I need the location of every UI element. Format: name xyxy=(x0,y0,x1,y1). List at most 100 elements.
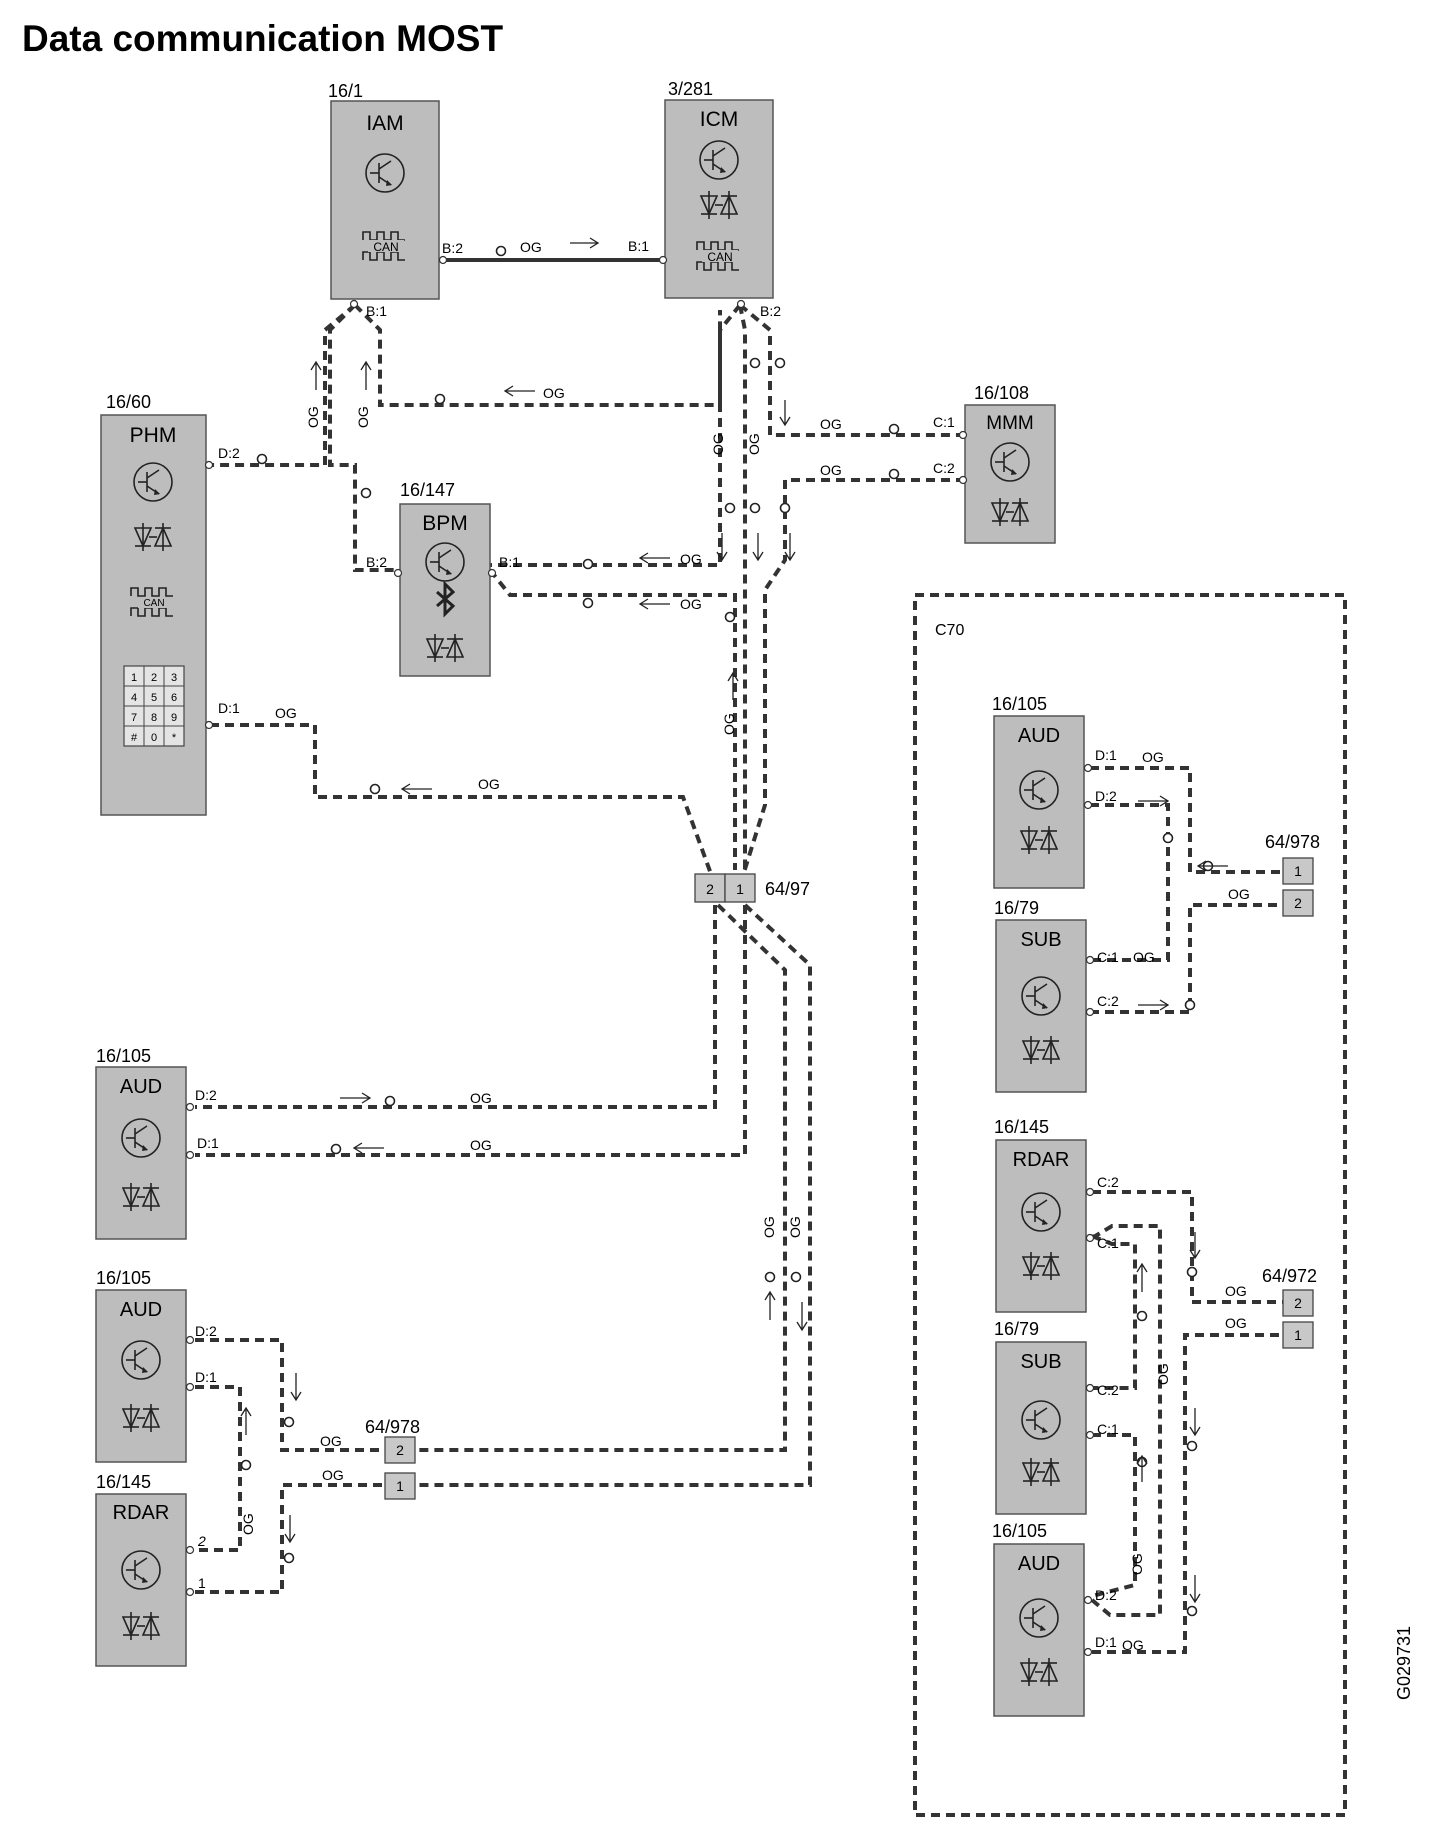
c70-label: C70 xyxy=(935,622,964,639)
svg-text:7: 7 xyxy=(131,712,137,724)
wires xyxy=(195,258,1347,1817)
connector-64-97-id: 64/97 xyxy=(765,879,810,899)
phm-pin-d2: D:2 xyxy=(218,445,240,461)
module-bpm: 16/147 BPM B:2 B:1 xyxy=(366,480,520,677)
og-label: OG xyxy=(1142,749,1164,765)
wire-aud-b-d1-rdar xyxy=(195,1385,242,1552)
c70-sub2-id: 16/79 xyxy=(994,1319,1039,1339)
rdar-b-id: 16/145 xyxy=(96,1472,151,1492)
aud-b-name: AUD xyxy=(120,1299,162,1321)
c70-sub2-name: SUB xyxy=(1020,1351,1061,1373)
og-label: OG xyxy=(787,1216,803,1238)
c70-sub1-name: SUB xyxy=(1020,929,1061,951)
module-aud-b: 16/105 AUD D:2 D:1 xyxy=(95,1268,217,1463)
aud-b-pin-d1: D:1 xyxy=(195,1369,217,1385)
og-label: OG xyxy=(355,406,371,428)
connector-pin: 1 xyxy=(396,1478,404,1494)
module-mmm: 16/108 MMM C:1 C:2 xyxy=(933,383,1056,544)
module-c70-aud1: 16/105 AUD D:1 D:2 xyxy=(992,694,1117,889)
mmm-name: MMM xyxy=(986,413,1033,434)
aud-a-pin-d2: D:2 xyxy=(195,1087,217,1103)
bpm-id: 16/147 xyxy=(400,480,455,500)
c70-sub2-pin-c1: C:1 xyxy=(1097,1421,1119,1437)
bpm-name: BPM xyxy=(422,512,468,535)
iam-id: 16/1 xyxy=(328,81,363,101)
connector-pin: 2 xyxy=(1294,1295,1302,1311)
svg-text:0: 0 xyxy=(151,732,157,744)
svg-text:6: 6 xyxy=(171,692,177,704)
og-label: OG xyxy=(1225,1315,1247,1331)
c70-sub2-pin-c2: C:2 xyxy=(1097,1382,1119,1398)
og-label: OG xyxy=(322,1467,344,1483)
mmm-pin-c2: C:2 xyxy=(933,460,955,476)
wire-hub-64978-1 xyxy=(390,903,812,1487)
bluetooth-icon xyxy=(436,580,456,618)
bpm-pin-b2: B:2 xyxy=(366,554,387,570)
og-label: OG xyxy=(320,1433,342,1449)
svg-text:5: 5 xyxy=(151,692,157,704)
rdar-b-pin-2: 2 xyxy=(197,1533,206,1549)
og-label: OG xyxy=(710,433,726,455)
wire-bpm-icm xyxy=(490,303,742,567)
wire-c70-aud-d2-sub xyxy=(1090,803,1170,962)
svg-text:8: 8 xyxy=(151,712,157,724)
c70-aud2-pin-d2: D:2 xyxy=(1095,1587,1117,1603)
module-aud-a: 16/105 AUD D:2 D:1 xyxy=(95,1046,219,1240)
c70-sub1-id: 16/79 xyxy=(994,898,1039,918)
keypad-icon: 1 2 3 4 5 6 7 8 9 # 0 * xyxy=(123,665,185,747)
og-label: OG xyxy=(680,551,702,567)
connector-64-978-c70: 64/978 1 2 xyxy=(1265,832,1320,917)
connector-pin: 1 xyxy=(736,881,744,897)
connector-pin: 2 xyxy=(706,881,714,897)
icm-id: 3/281 xyxy=(668,79,713,99)
og-label: OG xyxy=(820,416,842,432)
bpm-pin-b1: B:1 xyxy=(499,554,520,570)
c70-enclosure xyxy=(913,593,1347,1817)
module-c70-sub2: 16/79 SUB C:2 C:1 xyxy=(994,1319,1119,1515)
svg-text:3: 3 xyxy=(171,672,177,684)
og-label: OG xyxy=(1225,1283,1247,1299)
c70-aud2-id: 16/105 xyxy=(992,1521,1047,1541)
c70-aud1-id: 16/105 xyxy=(992,694,1047,714)
module-c70-rdar: 16/145 RDAR C:2 C:1 xyxy=(994,1117,1119,1313)
c70-sub1-pin-c1: C:1 xyxy=(1097,949,1119,965)
wire-icm-mmm-c1 xyxy=(738,303,965,437)
wire-hub-64978-2 xyxy=(390,903,787,1452)
svg-text:*: * xyxy=(172,732,177,744)
rdar-b-pin-1: 1 xyxy=(198,1575,206,1591)
iam-pin-b2: B:2 xyxy=(442,240,463,256)
wire-c70-aud-d1 xyxy=(1090,766,1285,874)
og-label: OG xyxy=(680,596,702,612)
connector-id: 64/978 xyxy=(1265,832,1320,852)
og-label: OG xyxy=(1228,886,1250,902)
svg-text:9: 9 xyxy=(171,712,177,724)
phm-can-label: CAN xyxy=(143,598,164,609)
c70-rdar-pin-c1: C:1 xyxy=(1097,1235,1119,1251)
wire-iam-bpm xyxy=(328,303,400,572)
og-label: OG xyxy=(1129,1553,1145,1575)
mmm-id: 16/108 xyxy=(974,383,1029,403)
og-label: OG xyxy=(470,1090,492,1106)
c70-aud1-pin-d1: D:1 xyxy=(1095,747,1117,763)
aud-b-id: 16/105 xyxy=(96,1268,151,1288)
og-label: OG xyxy=(470,1137,492,1153)
icm-pin-b2: B:2 xyxy=(760,303,781,319)
connector-pin: 2 xyxy=(396,1442,404,1458)
wire-aud-b-d2 xyxy=(195,1338,385,1452)
wire-rdar-1 xyxy=(195,1483,385,1594)
c70-rdar-pin-c2: C:2 xyxy=(1097,1174,1119,1190)
svg-text:2: 2 xyxy=(151,672,157,684)
c70-rdar-name: RDAR xyxy=(1013,1149,1070,1171)
og-label: OG xyxy=(1122,1637,1144,1653)
c70-aud2-name: AUD xyxy=(1018,1553,1060,1575)
connector-64-978-left: 64/978 2 1 xyxy=(365,1417,420,1500)
module-rdar-b: 16/145 RDAR 2 1 xyxy=(95,1472,206,1667)
icm-can-label: CAN xyxy=(707,250,732,264)
wire-mmm-c2-hub xyxy=(738,478,965,886)
module-c70-aud2: 16/105 AUD D:2 D:1 xyxy=(992,1521,1117,1717)
page-title: Data communication MOST xyxy=(22,18,504,59)
og-label: OG xyxy=(1133,949,1155,965)
icm-pin-b1: B:1 xyxy=(628,238,649,254)
c70-aud2-pin-d1: D:1 xyxy=(1095,1634,1117,1650)
